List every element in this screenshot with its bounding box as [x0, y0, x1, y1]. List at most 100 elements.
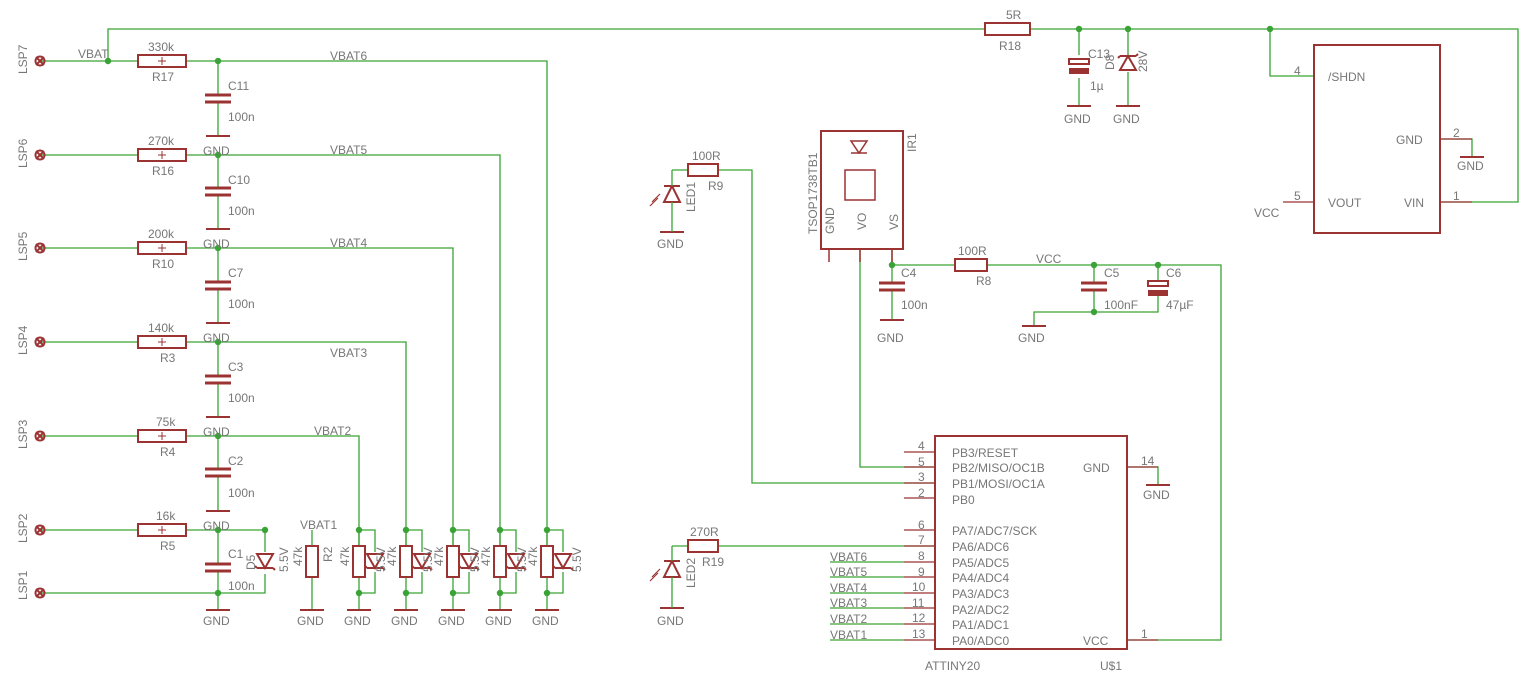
d8-value: 28V: [1136, 51, 1150, 72]
regulator-pin-num: 1: [1453, 189, 1460, 203]
d15-value: 5.5V: [570, 547, 584, 572]
r14-value: 47k: [479, 546, 493, 566]
mcu-pin-num: 12: [912, 611, 926, 625]
d5-ref: D5: [244, 554, 258, 570]
r5-value: 16k: [156, 509, 176, 523]
connector-lsp5: [34, 242, 46, 254]
r4-ref: R4: [160, 445, 176, 459]
mcu-pin-name: PA0/ADC0: [952, 634, 1009, 648]
mcu-pin-num: 11: [912, 596, 925, 610]
wires: [40, 28, 1519, 641]
mcu-net-label: VBAT5: [830, 565, 867, 579]
c3-value: 100n: [228, 391, 255, 405]
net-label-vcc: VCC: [1254, 206, 1280, 220]
r13-value: 47k: [432, 546, 446, 566]
r2-value: 47k: [291, 546, 305, 566]
mcu-pin-stubs: [830, 451, 1158, 641]
r18-ref: R18: [999, 39, 1021, 53]
gnd-label: GND: [532, 614, 559, 628]
connector-label-lsp7: LSP7: [16, 44, 30, 74]
net-label-vbat1: VBAT1: [300, 518, 337, 532]
mcu-net-label: VBAT1: [830, 628, 867, 642]
connector-lsp4: [34, 336, 46, 348]
r3-ref: R3: [160, 351, 176, 365]
mcu-pin-num: 6: [918, 518, 925, 532]
mcu-pin-name: PA3/ADC3: [952, 587, 1009, 601]
c3-ref: C3: [228, 360, 244, 374]
connector-label-lsp1: LSP1: [16, 570, 30, 600]
gnd-label: GND: [1457, 159, 1484, 173]
zener-and-resistor-symbols: [254, 545, 574, 578]
regulator-pin-name: GND: [1396, 133, 1423, 147]
r9-value: 100R: [692, 149, 721, 163]
led2-symbol: [649, 558, 682, 582]
mcu-net-label: VBAT3: [830, 596, 867, 610]
gnd-label: GND: [203, 425, 230, 439]
mcu-pin-num: 14: [1141, 454, 1155, 468]
gnd-label: GND: [438, 614, 465, 628]
r16-ref: R16: [152, 164, 174, 178]
regulator-pin-name: /SHDN: [1328, 70, 1365, 84]
ir-pin-gnd: GND: [823, 207, 837, 234]
mcu-pin-num: 5: [918, 455, 925, 469]
connector-label-lsp3: LSP3: [16, 419, 30, 449]
r8-value: 100R: [958, 244, 987, 258]
c10-ref: C10: [228, 173, 250, 187]
gnd-label: GND: [485, 614, 512, 628]
gnd-label: GND: [203, 144, 230, 158]
mcu-pin-name: PA7/ADC7/SCK: [952, 524, 1037, 538]
gnd-label: GND: [344, 614, 371, 628]
regulator-pin-num: 5: [1294, 189, 1301, 203]
c2-ref: C2: [228, 454, 244, 468]
connector-lsp1: [34, 587, 46, 599]
mcu-net-label: VBAT6: [830, 550, 867, 564]
gnd-label: GND: [391, 614, 418, 628]
regulator-pin-num: 4: [1294, 64, 1301, 78]
r7-value: 47k: [385, 546, 399, 566]
c6-value: 47µF: [1166, 298, 1194, 312]
c5-symbol: [1081, 281, 1107, 292]
d8-ref: D8: [1103, 54, 1117, 70]
c10-value: 100n: [228, 204, 255, 218]
c6-symbol: [1147, 280, 1169, 296]
c5-value: 100nF: [1104, 298, 1138, 312]
c4-symbol: [879, 281, 905, 292]
c1-value: 100n: [228, 579, 255, 593]
r9-ref: R9: [708, 179, 724, 193]
d8-symbol: [1117, 53, 1139, 71]
mcu-pin-num: 2: [918, 486, 925, 500]
r18-value: 5R: [1006, 8, 1022, 22]
regulator-pin-num: 2: [1453, 126, 1460, 140]
d4-value: 5.5V: [515, 547, 529, 572]
connector-lsp7: [34, 55, 46, 67]
gnd-label: GND: [297, 614, 324, 628]
mcu-pin-name: GND: [1083, 461, 1110, 475]
r19-ref: R19: [702, 555, 724, 569]
net-label-vbat: VBAT: [78, 47, 109, 61]
mcu-pin-name: PA4/ADC4: [952, 571, 1009, 585]
c11-ref: C11: [228, 79, 249, 93]
mcu-pin-num: 9: [918, 565, 925, 579]
gnd-label: GND: [203, 331, 230, 345]
gnd-label: GND: [657, 614, 684, 628]
r3-value: 140k: [148, 321, 175, 335]
mcu-pin-num: 7: [918, 533, 925, 547]
junctions: [104, 25, 1274, 597]
net-label-vbat5: VBAT5: [330, 143, 367, 157]
divider-resistor-symbols: [137, 54, 187, 537]
c7-ref: C7: [228, 266, 244, 280]
c13-value: 1µ: [1090, 79, 1104, 93]
r8-symbol: [954, 258, 988, 272]
mcu-pin-num: 10: [912, 580, 926, 594]
gnd-label: GND: [1143, 488, 1170, 502]
c7-value: 100n: [228, 297, 255, 311]
d5-value: 5.5V: [277, 547, 291, 572]
net-label-vbat4: VBAT4: [330, 236, 367, 250]
mcu-pin-name: PA5/ADC5: [952, 556, 1009, 570]
c13-symbol: [1068, 58, 1090, 74]
d3-value: 5.5V: [468, 547, 482, 572]
r17-value: 330k: [148, 40, 175, 54]
mcu-pin-name: VCC: [1083, 634, 1109, 648]
connector-label-lsp2: LSP2: [16, 513, 30, 543]
mcu-pin-num: 1: [1141, 627, 1148, 641]
